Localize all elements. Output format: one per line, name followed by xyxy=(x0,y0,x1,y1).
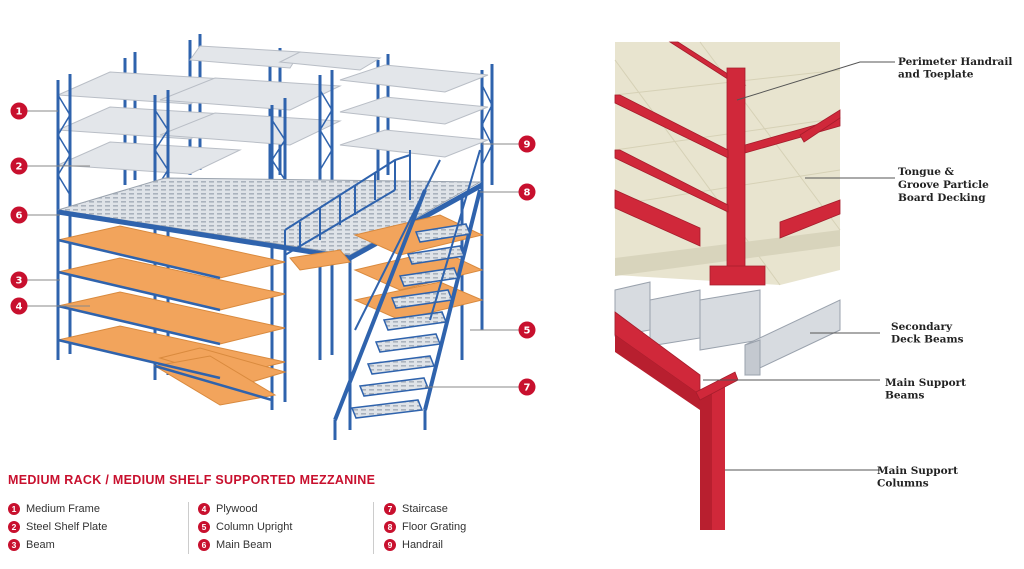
legend-item: 7 Staircase xyxy=(384,500,466,518)
legend-label: Floor Grating xyxy=(402,521,467,533)
legend-number-badge: 7 xyxy=(384,503,396,515)
legend-divider xyxy=(188,502,189,554)
legend-label: Staircase xyxy=(402,503,448,515)
svg-text:6: 6 xyxy=(16,211,23,222)
legend-item: 9 Handrail xyxy=(384,536,466,554)
legend-item: 4 Plywood xyxy=(198,500,292,518)
legend-column-2: 4 Plywood 5 Column Upright 6 Main Beam xyxy=(198,500,292,554)
steel-shelf-plates xyxy=(57,45,489,175)
legend-column-1: 1 Medium Frame 2 Steel Shelf Plate 3 Beam xyxy=(8,500,107,554)
svg-text:2: 2 xyxy=(16,162,23,173)
detail-illustration xyxy=(614,41,841,530)
legend-item: 6 Main Beam xyxy=(198,536,292,554)
legend-column-3: 7 Staircase 8 Floor Grating 9 Handrail xyxy=(384,500,466,554)
parts-legend: 1 Medium Frame 2 Steel Shelf Plate 3 Beam 4… xyxy=(8,500,478,556)
legend-number-badge: 6 xyxy=(198,539,210,551)
left-leader-lines xyxy=(26,110,520,388)
marker-shelf-plate: 2 xyxy=(10,157,28,175)
legend-divider xyxy=(373,502,374,554)
staircase xyxy=(333,149,482,440)
legend-number-badge: 3 xyxy=(8,539,20,551)
legend-item: 2 Steel Shelf Plate xyxy=(8,518,107,536)
marker-beam: 3 xyxy=(10,271,28,289)
legend-number-badge: 4 xyxy=(198,503,210,515)
svg-text:9: 9 xyxy=(524,140,531,151)
legend-number-badge: 2 xyxy=(8,521,20,533)
legend-number-badge: 5 xyxy=(198,521,210,533)
marker-plywood: 4 xyxy=(10,297,28,315)
marker-main-beam: 6 xyxy=(10,206,28,224)
left-markers: 1 2 6 3 4 9 8 5 7 xyxy=(10,102,536,396)
marker-column-upright: 5 xyxy=(518,321,536,339)
marker-floor-grating: 8 xyxy=(518,183,536,201)
right-leader-lines xyxy=(703,61,895,471)
beams xyxy=(57,238,273,402)
legend-label: Medium Frame xyxy=(26,503,100,515)
legend-label: Column Upright xyxy=(216,521,293,533)
legend-number-badge: 8 xyxy=(384,521,396,533)
svg-text:4: 4 xyxy=(16,302,23,313)
legend-item: 8 Floor Grating xyxy=(384,518,466,536)
svg-text:5: 5 xyxy=(524,326,531,337)
legend-label: Plywood xyxy=(216,503,258,515)
legend-label: Handrail xyxy=(402,539,443,551)
legend-title: MEDIUM RACK / MEDIUM SHELF SUPPORTED MEZ… xyxy=(8,473,376,487)
handrail xyxy=(284,150,411,260)
rack-illustration xyxy=(56,34,494,440)
svg-text:7: 7 xyxy=(524,383,531,394)
legend-number-badge: 1 xyxy=(8,503,20,515)
legend-item: 3 Beam xyxy=(8,536,107,554)
legend-item: 5 Column Upright xyxy=(198,518,292,536)
perimeter-handrail xyxy=(614,41,841,286)
svg-text:1: 1 xyxy=(16,107,23,118)
legend-item: 1 Medium Frame xyxy=(8,500,107,518)
marker-staircase: 7 xyxy=(518,378,536,396)
legend-number-badge: 9 xyxy=(384,539,396,551)
main-support-column xyxy=(695,371,739,530)
marker-handrail: 9 xyxy=(518,135,536,153)
svg-text:8: 8 xyxy=(524,188,531,199)
legend-label: Steel Shelf Plate xyxy=(26,521,108,533)
marker-frame: 1 xyxy=(10,102,28,120)
legend-label: Beam xyxy=(26,539,55,551)
svg-text:3: 3 xyxy=(16,276,23,287)
legend-label: Main Beam xyxy=(216,539,272,551)
